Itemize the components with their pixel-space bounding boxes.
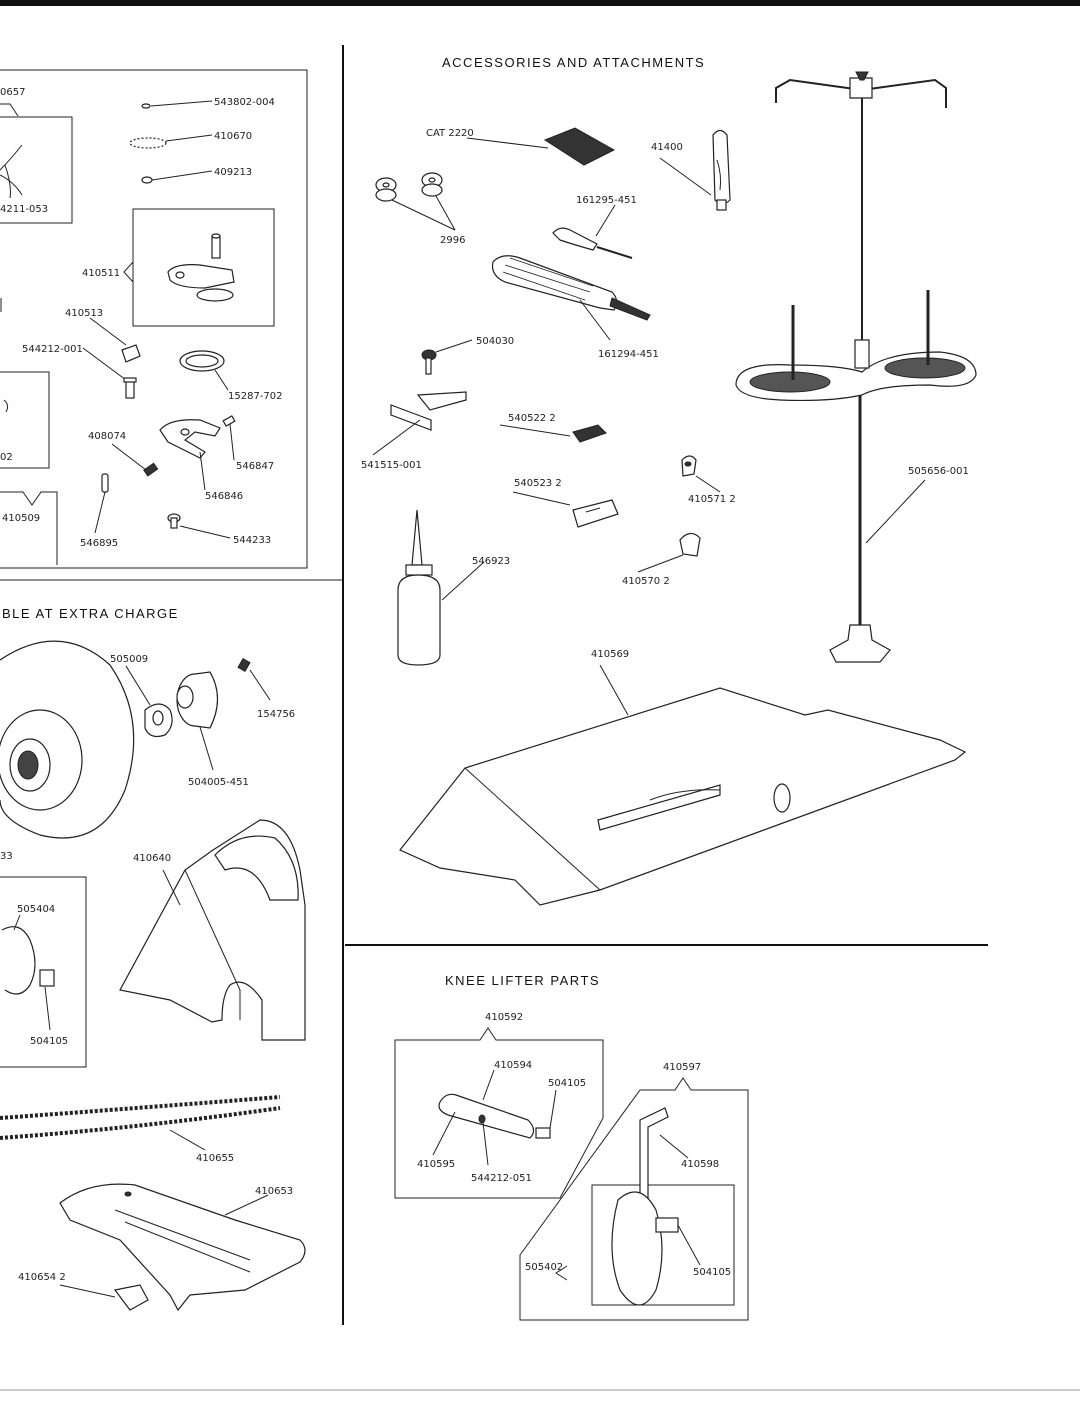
label-504005-451: 504005-451: [188, 777, 249, 788]
label-410670: 410670: [214, 131, 252, 142]
label-408074: 408074: [88, 431, 126, 442]
label-410653: 410653: [255, 1186, 293, 1197]
label-41400: 41400: [651, 142, 683, 153]
label-410570-2: 410570 2: [622, 576, 670, 587]
label-410571-2: 410571 2: [688, 494, 736, 505]
accessories-labels: CAT 2220 41400 161295-451 2996 161294-45…: [361, 128, 969, 660]
top-rule: [0, 0, 1080, 6]
label-410511: 410511: [82, 268, 120, 279]
label-505009: 505009: [110, 654, 148, 665]
bobbin-case-part: [167, 233, 235, 302]
label-540523-2: 540523 2: [514, 478, 562, 489]
extra-charge-drawings: [0, 640, 306, 1312]
label-504105: 504105: [30, 1036, 68, 1047]
knee-lifter-heading: KNEE LIFTER PARTS: [445, 973, 600, 988]
accessory-tray: [399, 664, 967, 906]
label-504105-b: 504105: [693, 1267, 731, 1278]
label-546847: 546847: [236, 461, 274, 472]
label-410513: 410513: [65, 308, 103, 319]
label-544212-051: 544212-051: [471, 1173, 532, 1184]
label-15287-702: 15287-702: [228, 391, 283, 402]
label-410595: 410595: [417, 1159, 455, 1170]
label-504030: 504030: [476, 336, 514, 347]
label-410597: 410597: [663, 1062, 701, 1073]
knee-lifter-drawings: [394, 1027, 749, 1321]
label-544233: 544233: [233, 535, 271, 546]
thread-stand: [735, 71, 977, 663]
top-left-panel: [0, 69, 308, 569]
top-left-labels: 0657 543802-004 410670 409213 4211-053 4…: [0, 87, 283, 549]
label-cat-2220: CAT 2220: [426, 128, 474, 139]
label-409213: 409213: [214, 167, 252, 178]
label-410594: 410594: [494, 1060, 532, 1071]
label-02: 02: [0, 452, 13, 463]
label-410598: 410598: [681, 1159, 719, 1170]
knee-lifter-labels: 410592 410594 504105 410595 544212-051 4…: [417, 1012, 731, 1278]
label-540522-2: 540522 2: [508, 413, 556, 424]
label-154756: 154756: [257, 709, 295, 720]
label-410655: 410655: [196, 1153, 234, 1164]
label-2996: 2996: [440, 235, 465, 246]
extra-charge-labels: 505009 154756 504005-451 33 410640 50540…: [0, 654, 295, 1283]
extra-charge-heading: BLE AT EXTRA CHARGE: [2, 606, 179, 621]
label-410509: 410509: [2, 513, 40, 524]
label-543802-004: 543802-004: [214, 97, 275, 108]
label-541515-001: 541515-001: [361, 460, 422, 471]
label-505402: 505402: [525, 1262, 563, 1273]
label-4211-053: 4211-053: [0, 204, 48, 215]
label-505404: 505404: [17, 904, 55, 915]
label-410640: 410640: [133, 853, 171, 864]
label-410592: 410592: [485, 1012, 523, 1023]
label-161295-451: 161295-451: [576, 195, 637, 206]
label-546846: 546846: [205, 491, 243, 502]
label-505656-001: 505656-001: [908, 466, 969, 477]
label-33: 33: [0, 851, 13, 862]
accessories-heading: ACCESSORIES AND ATTACHMENTS: [442, 55, 705, 70]
label-0657: 0657: [0, 87, 25, 98]
accessories-drawings: [372, 71, 977, 906]
label-546923: 546923: [472, 556, 510, 567]
label-544212-001: 544212-001: [22, 344, 83, 355]
label-161294-451: 161294-451: [598, 349, 659, 360]
label-504105-a: 504105: [548, 1078, 586, 1089]
label-546895: 546895: [80, 538, 118, 549]
label-410569: 410569: [591, 649, 629, 660]
label-410654-2: 410654 2: [18, 1272, 66, 1283]
